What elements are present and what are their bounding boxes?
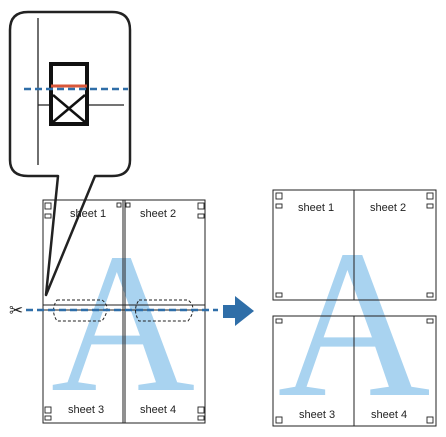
callout-bubble — [8, 10, 132, 297]
left-sheet-4-label: sheet 4 — [140, 404, 176, 416]
right-arrow-icon — [223, 296, 254, 326]
registration-mark-icon — [275, 192, 434, 424]
right-sheet-1-label: sheet 1 — [298, 202, 334, 214]
left-sheet-2-label: sheet 2 — [140, 208, 176, 220]
left-sheet-bottom-left — [42, 304, 126, 424]
right-sheet-bottom-right — [353, 315, 437, 427]
left-sheet-bottom-right — [122, 304, 206, 424]
left-poster: A sheet 1 sheet 2 sheet 3 sheet 4 ✂ — [9, 199, 218, 434]
right-sheet-3-label: sheet 3 — [299, 409, 335, 421]
overlap-outline-right — [135, 299, 194, 322]
right-poster: A sheet 1 sheet 2 sheet 3 sheet 4 — [272, 189, 437, 437]
right-sheet-2-label: sheet 2 — [370, 202, 406, 214]
left-sheet-3-label: sheet 3 — [68, 404, 104, 416]
callout-cross-line-b — [52, 94, 86, 123]
callout-mark-frame — [49, 62, 89, 126]
right-sheet-4-label: sheet 4 — [371, 409, 407, 421]
scissors-icon: ✂ — [9, 301, 23, 321]
right-sheet-top-right — [353, 189, 437, 301]
left-sheet-1-label: sheet 1 — [70, 208, 106, 220]
registration-mark-icon — [44, 202, 205, 421]
zoom-callout — [8, 10, 132, 297]
